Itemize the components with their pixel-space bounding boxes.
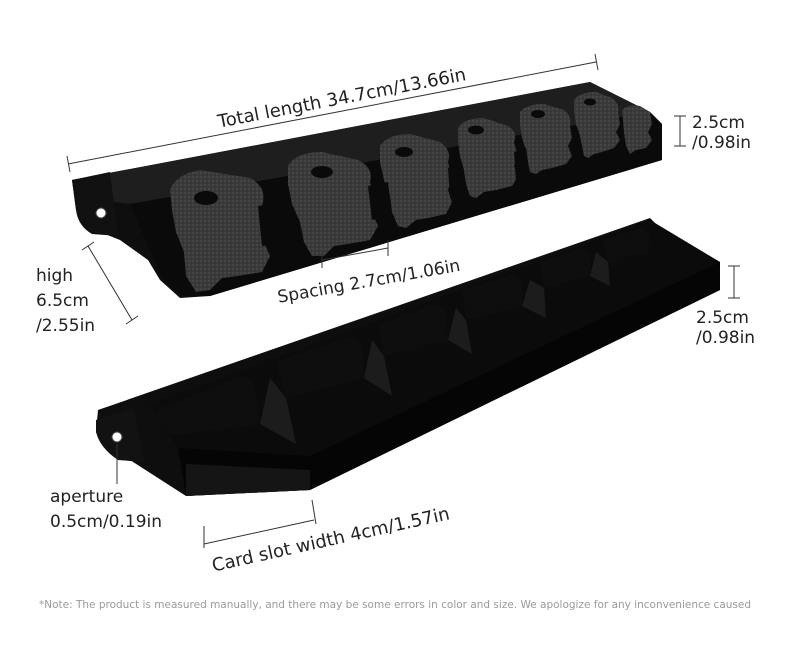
total-length-line	[67, 61, 597, 165]
foam-insert	[574, 92, 620, 158]
aperture-label-size: 0.5cm/0.19in	[50, 512, 163, 532]
top-rack-mount-ear	[72, 172, 118, 236]
bottom-rack-screw-hole	[111, 431, 123, 443]
measurement-disclaimer-note: *Note: The product is measured manually,…	[38, 599, 752, 611]
height-label-word: high	[36, 266, 74, 286]
spacing-line	[321, 247, 389, 261]
foam-insert	[458, 118, 518, 198]
foam-inserts	[170, 92, 652, 292]
bottom-rack-slot-walls	[260, 252, 610, 444]
top-depth-label-cm: 2.5cm	[692, 113, 745, 133]
foam-hole	[194, 191, 218, 205]
foam-hole	[531, 110, 545, 118]
card-slot-width-line	[203, 519, 315, 545]
bottom-rack-front-panel	[150, 220, 720, 456]
bottom-rod-rack	[96, 218, 720, 496]
bottom-rack-floor-face	[186, 464, 310, 496]
foam-hole	[468, 125, 484, 135]
dimension-lines	[66, 53, 740, 548]
foam-insert	[288, 152, 378, 256]
top-rack-screw-hole	[95, 207, 107, 219]
height-label-in: /2.55in	[36, 316, 96, 336]
bottom-depth-label-in: /0.98in	[696, 328, 756, 348]
foam-hole	[584, 98, 596, 106]
top-depth-label-in: /0.98in	[692, 133, 752, 153]
foam-insert	[622, 105, 652, 154]
foam-hole	[395, 147, 413, 157]
foam-insert	[520, 104, 572, 174]
bottom-depth-label-cm: 2.5cm	[696, 308, 749, 328]
top-rack-dividers	[258, 148, 530, 246]
height-label-cm: 6.5cm	[36, 291, 89, 311]
foam-hole	[311, 166, 333, 178]
foam-insert	[380, 134, 452, 228]
aperture-label-word: aperture	[50, 487, 124, 507]
top-rod-rack	[72, 82, 662, 298]
height-line	[87, 245, 133, 321]
